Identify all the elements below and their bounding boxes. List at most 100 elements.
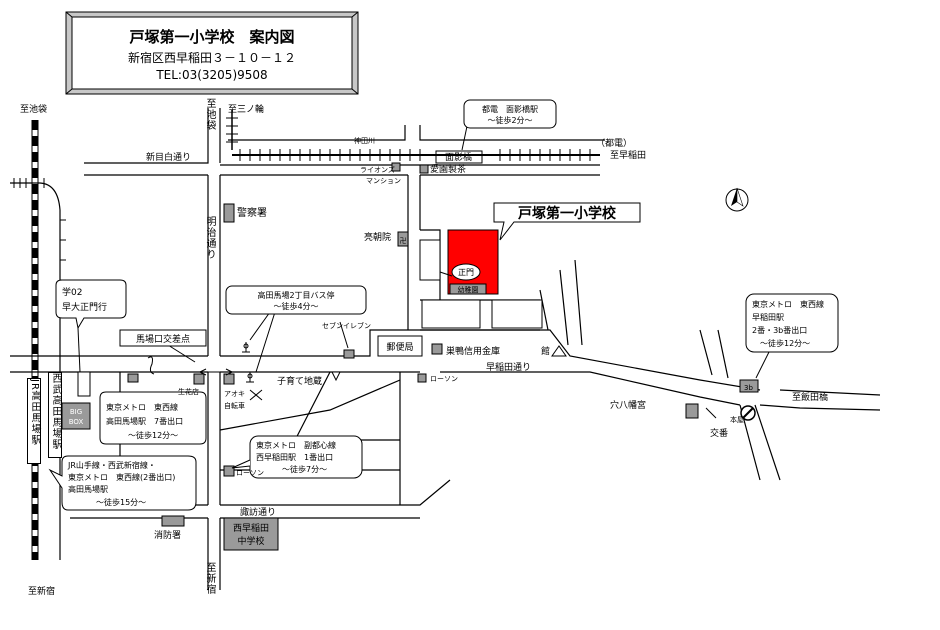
svg-text:～徒歩7分～: ～徒歩7分～	[282, 464, 327, 474]
school-label: 戸塚第一小学校	[518, 205, 617, 222]
place-omokagebashi: 面影橋	[445, 151, 472, 163]
svg-text:東京メトロ 東西線: 東京メトロ 東西線	[106, 402, 178, 412]
dir-ikebukuro: 至池袋	[20, 103, 47, 115]
school-gate-label: 正門	[458, 268, 474, 277]
seven-eleven-building	[343, 349, 355, 359]
place-sugamo: 巣鴨信用金庫	[446, 345, 500, 357]
block-building-3	[491, 299, 543, 329]
lawson-w-building	[417, 373, 427, 383]
svg-text:～徒歩2分～: ～徒歩2分～	[487, 115, 532, 125]
exit-3b-label: 3b	[744, 384, 753, 392]
kindergarten-label: 幼稚園	[458, 285, 479, 294]
place-police: 警察署	[237, 206, 267, 219]
jhs-label-1: 西早稲田	[233, 522, 269, 534]
jhs-label-2: 中学校	[237, 535, 264, 547]
callout-fukutoshin: 東京メトロ 副都心線 西早稲田駅 1番出口 ～徒歩7分～	[231, 435, 363, 479]
svg-text:西早稲田駅 1番出口: 西早稲田駅 1番出口	[256, 452, 333, 462]
bigbox-label-2: BOX	[69, 418, 84, 426]
seika-building	[193, 373, 205, 385]
seibu-station-label: 西武高田馬場駅	[48, 372, 62, 458]
road-suwa: 諏訪通り	[240, 506, 276, 518]
bigbox-label-1: BIG	[70, 408, 82, 416]
place-lions-mansion-1: ライオンズ	[360, 165, 395, 174]
police-building	[223, 203, 235, 223]
dir-ikebukuro-vertical: 至池袋	[204, 98, 215, 131]
place-ban: 館	[541, 345, 550, 357]
block-building-2	[421, 299, 481, 329]
road-meiji: 明治通り	[204, 216, 215, 260]
buildings	[61, 162, 759, 551]
place-aoki: アオキ	[224, 390, 245, 398]
svg-text:学02: 学02	[62, 286, 82, 298]
callout-gakuei: 学02 早大正門行	[55, 279, 127, 330]
svg-text:早大正門行: 早大正門行	[62, 301, 107, 313]
place-fire-station: 消防署	[154, 529, 181, 541]
svg-text:都電 面影橋駅: 都電 面影橋駅	[482, 104, 538, 114]
dir-waseda-east: 至早稲田	[610, 149, 646, 161]
svg-text:早稲田駅: 早稲田駅	[752, 312, 784, 322]
svg-text:馬場口交差点: 馬場口交差点	[136, 333, 190, 345]
north-compass-icon	[725, 187, 749, 212]
svg-text:～徒歩4分～: ～徒歩4分～	[273, 301, 318, 311]
svg-text:～徒歩12分～: ～徒歩12分～	[128, 430, 178, 440]
svg-text:東京メトロ 東西線: 東京メトロ 東西線	[752, 299, 824, 309]
lawson-s-building	[223, 465, 235, 477]
aien-building	[419, 164, 429, 174]
seibu-station-box	[77, 371, 91, 397]
toden-railway	[226, 110, 600, 161]
bigbox-building	[61, 402, 91, 430]
labels: 至池袋 至三ノ輪 至早稲田 至飯田橋 至新宿 （都電） 神田川 新目白通り 早稲…	[20, 103, 828, 597]
place-lawson-s: ローソン	[236, 469, 264, 477]
title-block: 戸塚第一小学校 案内図 新宿区西早稲田３－１０－１２ TEL:03(3205)9…	[65, 11, 359, 95]
baba-crossing-box: 馬場口交差点	[119, 329, 207, 347]
metro-exit-icon	[740, 405, 756, 421]
svg-text:高田馬場2丁目バス停: 高田馬場2丁目バス停	[257, 290, 334, 300]
school-tel: TEL:03(3205)9508	[155, 68, 267, 82]
block-building	[419, 239, 441, 281]
callout-jr: JR山手線・西武新宿線・ 東京メトロ 東西線(2番出口) 高田馬場駅 ～徒歩15…	[48, 455, 197, 511]
svg-text:～徒歩15分～: ～徒歩15分～	[96, 497, 146, 507]
callout-bus-stop: 高田馬場2丁目バス停 ～徒歩4分～	[225, 285, 367, 315]
svg-text:～徒歩12分～: ～徒歩12分～	[760, 338, 810, 348]
svg-text:東京メトロ 副都心線: 東京メトロ 副都心線	[256, 440, 336, 450]
place-lawson-w: ローソン	[430, 375, 458, 383]
fire-station-building	[161, 515, 185, 527]
road-waseda: 早稲田通り	[486, 361, 531, 373]
baba-exit-building	[127, 373, 139, 383]
sugamo-building	[431, 343, 443, 355]
bus-stop-icon	[242, 342, 254, 383]
place-ryomeiin: 亮朝院	[364, 231, 391, 243]
ban-marker	[551, 345, 567, 357]
river-kandagawa: 神田川	[354, 136, 375, 145]
kindergarten	[449, 283, 487, 295]
jr-station-label: JR高田馬場駅	[27, 378, 41, 464]
svg-text:2番・3b番出口: 2番・3b番出口	[752, 325, 807, 335]
callout-metro-tozai-waseda: 東京メトロ 東西線 早稲田駅 2番・3b番出口 ～徒歩12分～	[745, 293, 839, 353]
school-gate-marker	[451, 263, 481, 281]
svg-text:高田馬場駅: 高田馬場駅	[68, 484, 108, 494]
dir-shinjuku-left: 至新宿	[28, 585, 55, 597]
jr-railway	[31, 120, 39, 560]
place-anahachiman: 穴八幡宮	[610, 399, 646, 411]
exit-3b-building	[739, 379, 759, 393]
ryomeiin-building	[397, 231, 409, 247]
school-callout: 戸塚第一小学校	[493, 202, 641, 241]
road-network	[10, 108, 881, 590]
map-title: 戸塚第一小学校 案内図	[129, 28, 294, 46]
pointer-lines	[77, 111, 771, 419]
kosodate-marker	[331, 371, 341, 382]
road-shinmejiro: 新目白通り	[146, 151, 191, 163]
dir-shinjuku-center: 至新宿	[204, 562, 215, 595]
post-office-building	[377, 335, 423, 357]
temple-icon: 卍	[400, 237, 407, 245]
school-site: 正門 幼稚園	[447, 229, 499, 295]
place-lions-mansion-2: マンション	[366, 177, 401, 185]
place-seika: 生花店	[178, 387, 199, 396]
place-jiten: 自転車	[224, 401, 245, 410]
place-post-office: 郵便局	[386, 341, 413, 353]
callout-metro-tozai-baba: 東京メトロ 東西線 高田馬場駅 7番出口 ～徒歩12分～	[99, 391, 207, 445]
place-aien: 愛園製茶	[430, 163, 466, 175]
place-koban: 交番	[710, 427, 728, 439]
lions-mansion-building	[391, 162, 401, 172]
place-honya: 本屋	[730, 415, 744, 424]
